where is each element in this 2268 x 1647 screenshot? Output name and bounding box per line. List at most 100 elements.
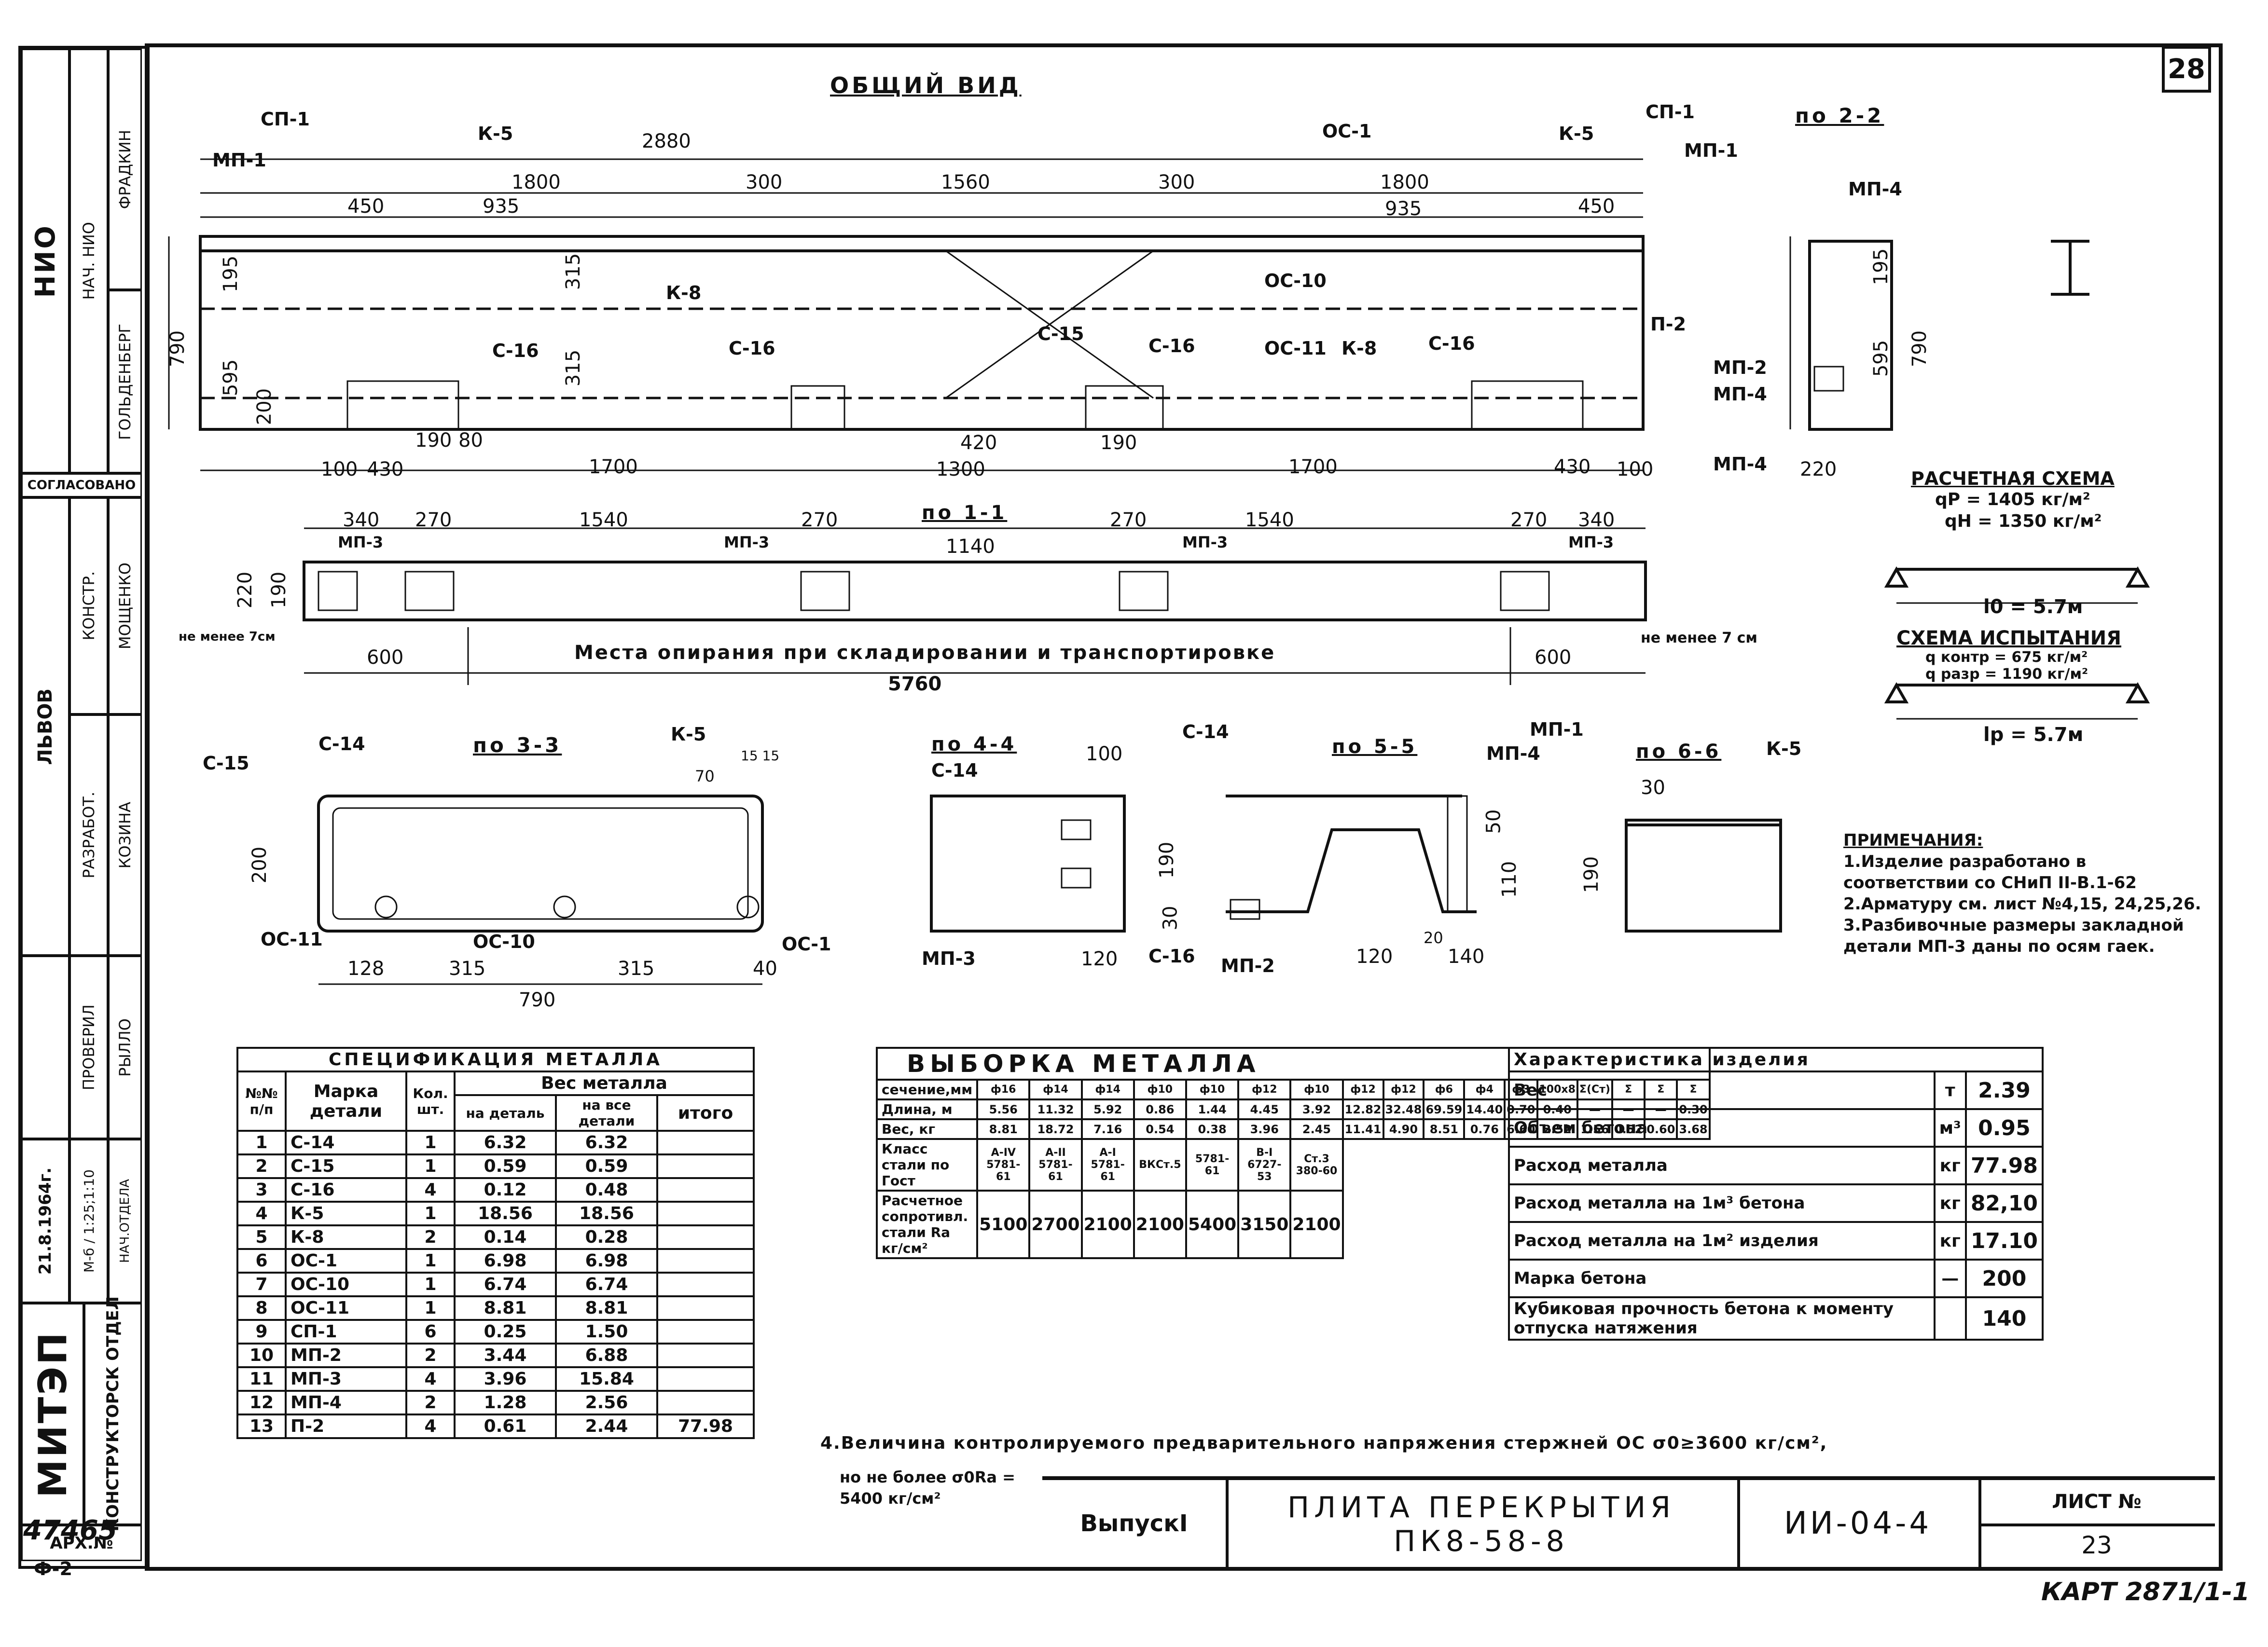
- spec-total-cell: [656, 1295, 755, 1321]
- dim-190a: 190: [415, 429, 452, 452]
- metal-selection-cell: 69.59: [1423, 1098, 1466, 1120]
- note-4b: но не более σ0Rа = 5400 кг/см²: [840, 1468, 1015, 1508]
- dim-315c: 315: [449, 958, 486, 980]
- title-stamp: НИО НАЧ. НИО ФРАДКИН ГОЛЬДЕНБЕРГ СОГЛАСО…: [18, 46, 150, 1569]
- dim-315d: 315: [618, 958, 655, 980]
- dim-190c: 190: [268, 571, 290, 609]
- dim-315b: 315: [562, 349, 585, 387]
- spec-cell: 8.81: [454, 1295, 557, 1321]
- stamp-role-provr: ПРОВЕРИЛ: [69, 956, 108, 1139]
- test-support-left: [1884, 682, 1909, 703]
- spec-total-cell: [656, 1201, 755, 1226]
- characteristics-cell: Кубиковая прочность бетона к моменту отп…: [1508, 1296, 1936, 1341]
- sheet-number-cell: 23: [1978, 1523, 2215, 1567]
- dim-200: 200: [253, 388, 276, 425]
- label-mp3e: МП-3: [922, 948, 976, 969]
- product-title: ПЛИТА ПЕРЕКРЫТИЯ: [1287, 1491, 1675, 1524]
- note-4: 4.Величина контролируемого предварительн…: [820, 1433, 1828, 1453]
- spec-total-cell: [656, 1390, 755, 1415]
- section-66-outline: [1625, 819, 1782, 933]
- dim-190d: 190: [1156, 841, 1178, 879]
- stamp-arch: АРХ.№: [21, 1525, 142, 1561]
- product-cell: ПЛИТА ПЕРЕКРЫТИЯ ПК8-58-8: [1226, 1480, 1740, 1567]
- dim-110: 110: [1498, 861, 1521, 898]
- label-oc11: ОС-11: [1264, 338, 1327, 359]
- archive-code: КАРТ 2871/1-1: [2041, 1578, 2250, 1606]
- format-label: Ф-2: [34, 1558, 72, 1579]
- dim-2880: 2880: [642, 130, 691, 152]
- dim-195b: 195: [1870, 248, 1893, 286]
- dim-300a: 300: [746, 171, 783, 193]
- page-number-box: 28: [2162, 46, 2211, 93]
- test-scheme-title: СХЕМА ИСПЫТАНИЯ: [1896, 627, 2121, 649]
- label-k8b: К-8: [1341, 338, 1377, 359]
- spec-cell: 6.74: [555, 1272, 658, 1297]
- sheet-label: ЛИСТ №: [2052, 1491, 2142, 1513]
- dim-300b: 300: [1158, 171, 1195, 193]
- metal-selection-cell: 1.44: [1185, 1098, 1240, 1120]
- doc-code-cell: ИИ-04-4: [1737, 1480, 1981, 1567]
- spec-h-qty: Кол. шт.: [405, 1071, 456, 1132]
- section-44-nut-2: [1061, 867, 1092, 889]
- label-section-22: по 2-2: [1795, 104, 1884, 127]
- label-c16d: С-16: [1428, 333, 1475, 354]
- series-cell: ВыпускI: [1042, 1480, 1229, 1567]
- spec-cell: МП-4: [285, 1390, 407, 1415]
- dim-195: 195: [220, 255, 242, 293]
- label-not-less-left: не менее 7см: [179, 630, 276, 644]
- spec-cell: 0.59: [555, 1153, 658, 1179]
- spec-cell: 18.56: [454, 1201, 557, 1226]
- metal-selection-cell: 2100: [1080, 1190, 1135, 1259]
- spec-h-all: на все детали: [555, 1094, 658, 1132]
- metal-selection-cell: А-II 5781-61: [1028, 1138, 1083, 1192]
- characteristics-cell: 82,10: [1964, 1183, 2044, 1223]
- note-3: 3.Разбивочные размеры закладной детали М…: [1843, 916, 2184, 956]
- metal-selection-cell: ВКСт.5: [1133, 1138, 1187, 1192]
- metal-selection-cell: В-I 6727-53: [1237, 1138, 1292, 1192]
- metal-selection-cell: 8.81: [976, 1118, 1031, 1140]
- label-k5-right: К-5: [1559, 123, 1594, 144]
- dim-20: 20: [1424, 929, 1443, 947]
- characteristics-cell: Марка бетона: [1508, 1259, 1936, 1298]
- metal-selection-cell: 2700: [1028, 1190, 1083, 1259]
- spec-cell: 1: [405, 1248, 456, 1274]
- stamp-name-col: ФРАДКИН: [108, 49, 142, 290]
- mp3-block-1: [790, 385, 845, 430]
- label-mp3d: МП-3: [1568, 533, 1614, 551]
- characteristics-cell: 17.10: [1964, 1221, 2044, 1261]
- section-33-bar-2: [553, 895, 576, 919]
- spec-total-cell: [656, 1130, 755, 1155]
- spec-cell: 3.44: [454, 1343, 557, 1368]
- dim-600a: 600: [367, 646, 404, 669]
- dim-450b: 450: [1578, 195, 1615, 218]
- spec-cell: 4: [236, 1201, 287, 1226]
- stamp-agreed-label: СОГЛАСОВАНО: [27, 478, 136, 493]
- section-33-outline: [317, 795, 764, 933]
- spec-title: СПЕЦИФИКАЦИЯ МЕТАЛЛА: [236, 1047, 755, 1072]
- characteristics-cell: Объем бетона: [1508, 1108, 1936, 1148]
- spec-cell: 8.81: [555, 1295, 658, 1321]
- spec-cell: К-5: [285, 1201, 407, 1226]
- spec-cell: ОС-1: [285, 1248, 407, 1274]
- spec-total-cell: [656, 1224, 755, 1250]
- dim-270d: 270: [1510, 509, 1548, 531]
- characteristics-cell: 2.39: [1964, 1071, 2044, 1110]
- characteristics-cell: кг: [1933, 1183, 1967, 1223]
- label-mp4b: МП-4: [1713, 453, 1767, 475]
- spec-h-total: итого: [656, 1094, 755, 1132]
- spec-cell: ОС-11: [285, 1295, 407, 1321]
- dim-595b: 595: [1870, 340, 1893, 377]
- spec-cell: К-8: [285, 1224, 407, 1250]
- calc-support-right: [2125, 566, 2150, 588]
- spec-cell: МП-2: [285, 1343, 407, 1368]
